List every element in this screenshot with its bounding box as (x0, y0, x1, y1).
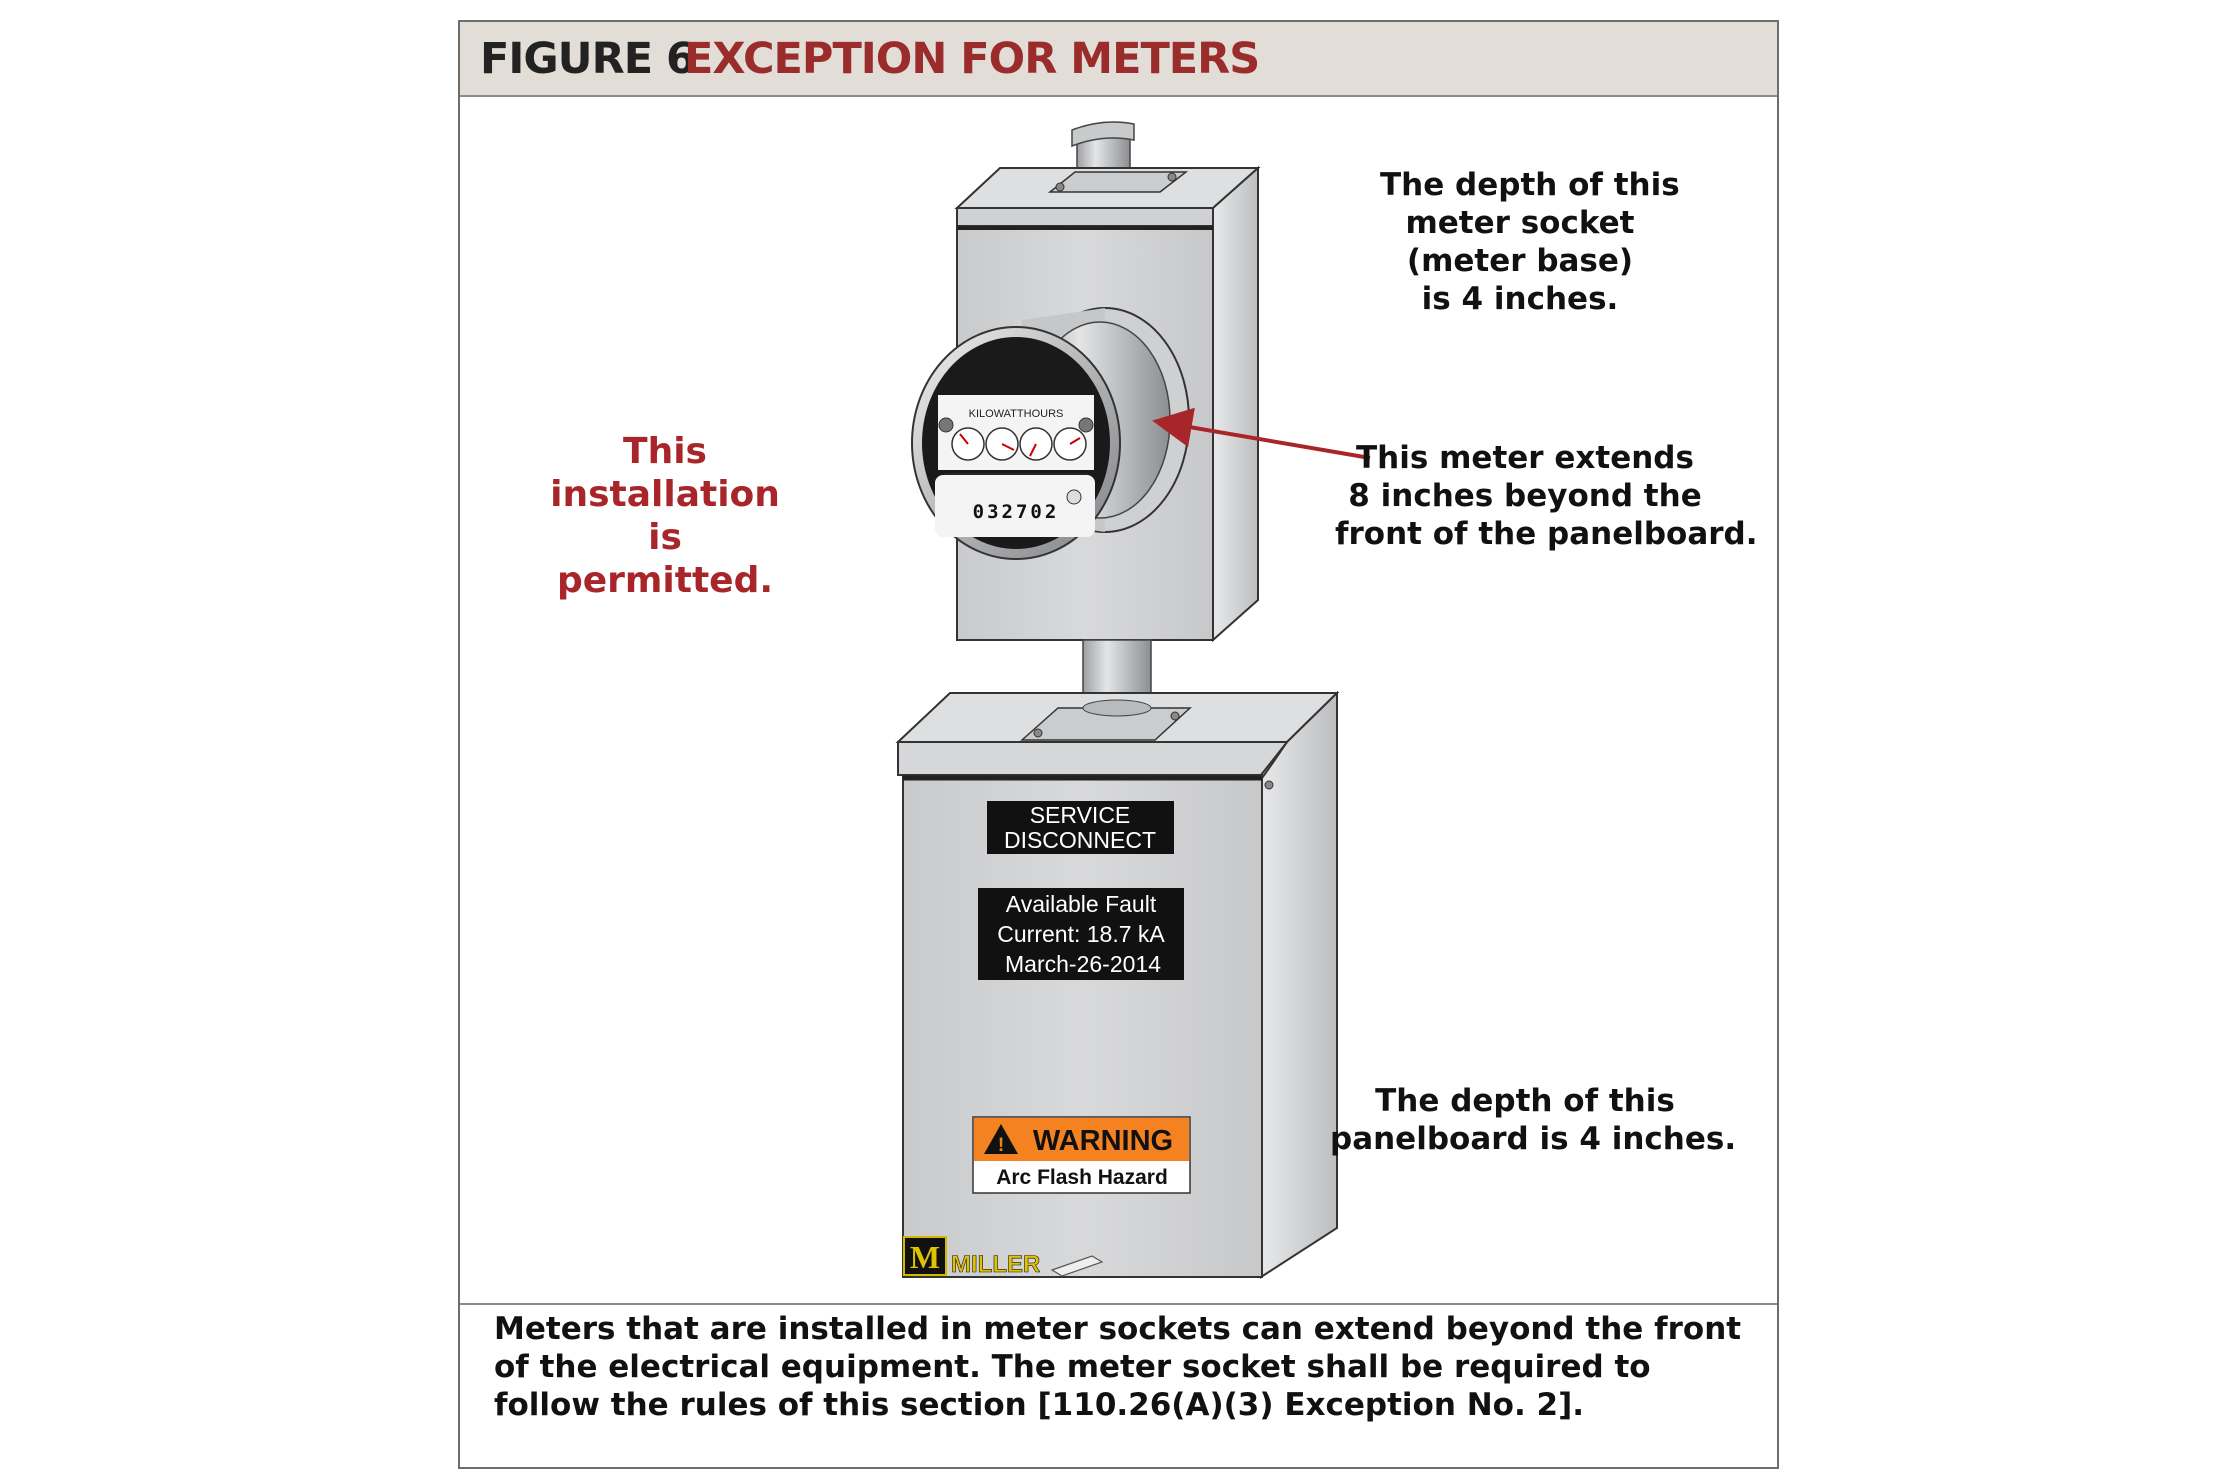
extends-note-line: front of the panelboard. (1335, 516, 1758, 552)
service-disconnect-label: SERVICE DISCONNECT (987, 801, 1174, 854)
meter-dial-label: KILOWATTHOURS (969, 408, 1064, 420)
meter-dials (951, 427, 1087, 461)
logo-text: MILLER (951, 1251, 1040, 1278)
figure-title: EXCEPTION FOR METERS (684, 34, 1260, 84)
warning-title: WARNING (1033, 1125, 1173, 1157)
miller-logo: M MILLER (903, 1236, 1104, 1278)
extends-note-line: This meter extends (1356, 440, 1694, 476)
warning-subtitle: Arc Flash Hazard (996, 1166, 1168, 1189)
warning-triangle-icon (984, 1124, 1018, 1154)
panel-note-line: The depth of this (1375, 1083, 1675, 1119)
arc-flash-warning-label: ! WARNING Arc Flash Hazard (972, 1116, 1191, 1194)
panel-depth-note: The depth of this panelboard is 4 inches… (1330, 1082, 1737, 1158)
panel-note-line: panelboard is 4 inches. (1330, 1121, 1737, 1157)
available-fault-current-label: Available Fault Current: 18.7 kA March-2… (978, 888, 1184, 980)
permitted-line: installation is (550, 474, 780, 558)
panelboard-enclosure (895, 690, 1340, 1279)
service-label-line-2: DISCONNECT (1004, 827, 1156, 853)
socket-depth-note: The depth of this meter socket (meter ba… (1380, 166, 1680, 318)
figure-number: FIGURE 6 (480, 34, 696, 84)
service-label-line-1: SERVICE (1030, 802, 1131, 828)
installation-permitted-note: This installation is permitted. (530, 430, 800, 602)
permitted-line: This (623, 431, 707, 472)
permitted-line: permitted. (556, 560, 774, 601)
svg-text:!: ! (998, 1135, 1004, 1156)
socket-note-line: (meter base) (1406, 243, 1634, 279)
extends-note-line: 8 inches beyond the (1348, 478, 1702, 514)
fault-label-line-2: Current: 18.7 kA (997, 921, 1165, 947)
caption-divider (460, 1303, 1777, 1305)
meter-callout-arrow (1152, 407, 1371, 460)
socket-note-line: meter socket (1405, 205, 1635, 241)
socket-note-line: The depth of this (1380, 167, 1680, 203)
kilowatt-hour-meter: KILOWATTHOURS 032702 (911, 326, 1121, 560)
meter-extends-note: This meter extends 8 inches beyond the f… (1335, 439, 1758, 553)
fault-label-line-1: Available Fault (1006, 891, 1157, 917)
figure-title-bar: FIGURE 6 EXCEPTION FOR METERS (460, 22, 1777, 97)
figure-caption: Meters that are installed in meter socke… (494, 1311, 1742, 1423)
svg-text:M: M (910, 1239, 940, 1275)
meter-reading: 032702 (973, 501, 1060, 523)
fault-label-line-3: March-26-2014 (1005, 951, 1161, 977)
socket-note-line: is 4 inches. (1421, 281, 1619, 317)
